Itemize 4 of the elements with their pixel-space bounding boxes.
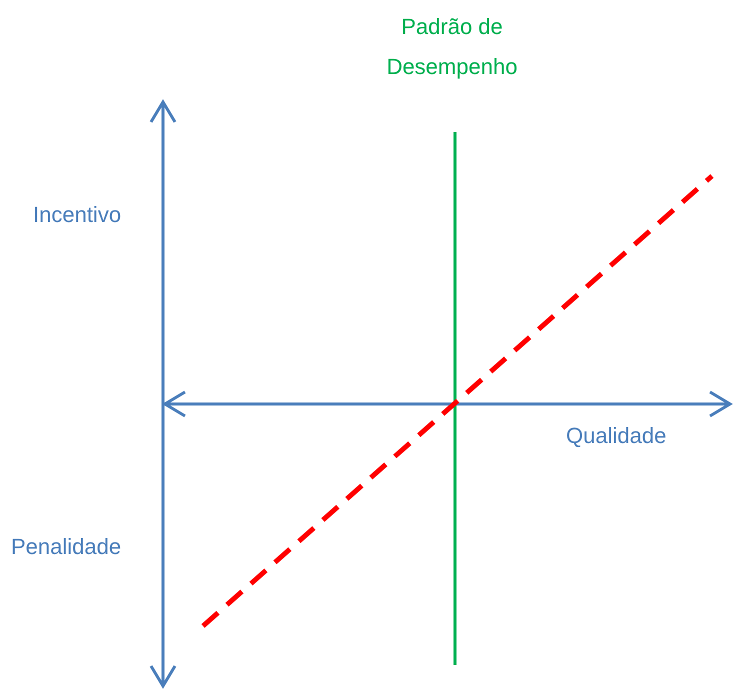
axis-label: Incentivo [33,201,122,229]
standard-label: Padrão de Desempenho [386,13,518,81]
axis-label: Qualidade [566,422,668,450]
axis-label: Penalidade [11,533,122,561]
